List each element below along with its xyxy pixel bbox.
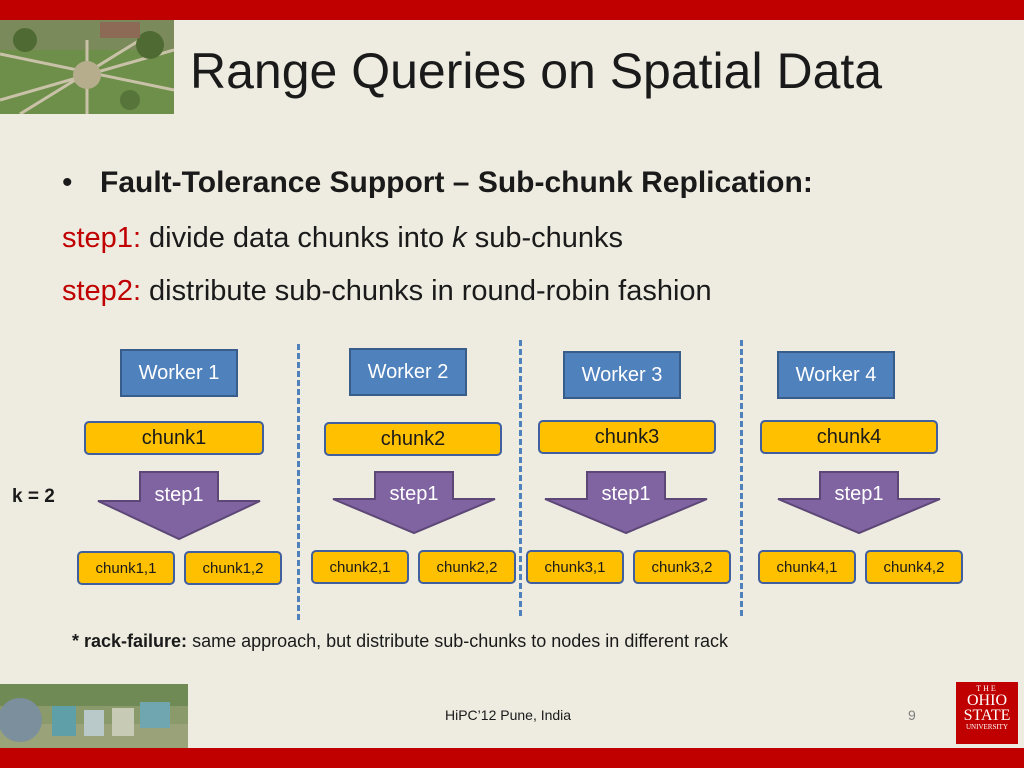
bullet-heading-text: Fault-Tolerance Support – Sub-chunk Repl… [100, 166, 813, 199]
step2-label: step2: [62, 275, 141, 307]
footer-conference: HiPC’12 Pune, India [445, 707, 572, 723]
subchunk-1-2: chunk1,2 [184, 551, 282, 585]
subchunk-2-2: chunk2,2 [418, 550, 516, 584]
subchunk-1-1: chunk1,1 [77, 551, 175, 585]
chunk-3-box: chunk3 [538, 420, 716, 454]
step1-text-post: sub-chunks [466, 222, 624, 254]
step1-arrow-3-label: step1 [601, 483, 651, 505]
slide-title: Range Queries on Spatial Data [190, 43, 883, 99]
bottom-accent-bar [0, 748, 1024, 768]
footnote-text: same approach, but distribute sub-chunks… [187, 631, 729, 651]
step1-text-pre: divide data chunks into [141, 222, 453, 254]
worker-1-box: Worker 1 [120, 349, 238, 397]
chunk-1-box: chunk1 [84, 421, 264, 455]
worker-separator-1 [297, 344, 300, 620]
worker-2-box: Worker 2 [349, 348, 467, 396]
chunk-2-box: chunk2 [324, 422, 502, 456]
step1-k: k [452, 222, 467, 254]
chunk-4-box: chunk4 [760, 420, 938, 454]
subchunk-4-1: chunk4,1 [758, 550, 856, 584]
subchunk-3-1: chunk3,1 [526, 550, 624, 584]
worker-separator-3 [740, 340, 743, 616]
step1-arrow-4-label: step1 [834, 483, 884, 505]
worker-4-box: Worker 4 [777, 351, 895, 399]
sculpture-photo-image [0, 684, 188, 748]
rack-failure-footnote: * rack-failure: same approach, but distr… [72, 631, 728, 652]
top-accent-bar [0, 0, 1024, 20]
step1-arrow-2 [332, 471, 496, 535]
subchunk-2-1: chunk2,1 [311, 550, 409, 584]
page-number: 9 [908, 707, 916, 723]
ohio-state-logo: THE OHIO STATE UNIVERSITY [956, 682, 1018, 744]
step2-text: distribute sub-chunks in round-robin fas… [141, 275, 712, 307]
step1-label: step1: [62, 222, 141, 254]
step1-line: step1: divide data chunks into k sub-chu… [62, 222, 623, 255]
campus-photo-image [0, 20, 174, 114]
step1-arrow-4 [777, 471, 941, 535]
step1-arrow-2-label: step1 [389, 483, 439, 505]
subchunk-4-2: chunk4,2 [865, 550, 963, 584]
worker-separator-2 [519, 340, 522, 616]
worker-3-box: Worker 3 [563, 351, 681, 399]
k-label: k = 2 [12, 486, 55, 507]
step2-line: step2: distribute sub-chunks in round-ro… [62, 275, 712, 308]
step1-arrow-3 [544, 471, 708, 535]
step1-arrow-1-label: step1 [154, 484, 204, 506]
step1-arrow-1 [97, 471, 261, 541]
subchunk-3-2: chunk3,2 [633, 550, 731, 584]
bullet-dot: • [62, 166, 73, 199]
footnote-bold: * rack-failure: [72, 631, 188, 651]
bullet-heading: • Fault-Tolerance Support – Sub-chunk Rep… [62, 166, 813, 200]
